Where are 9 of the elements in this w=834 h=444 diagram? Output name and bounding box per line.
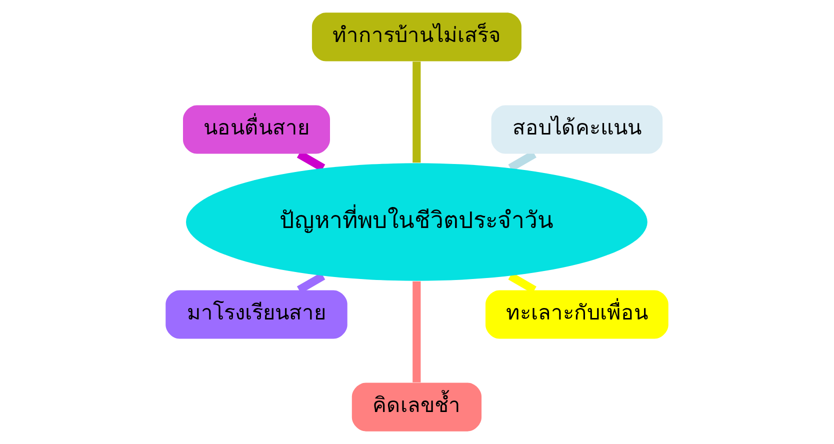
node-box: มาโรงเรียนสาย — [166, 290, 348, 339]
node-box: นอนตื่นสาย — [183, 105, 330, 154]
node-box: ทะเลาะกับเพื่อน — [486, 290, 668, 339]
node-box: คิดเลขช้ำ — [352, 382, 482, 432]
connector — [412, 62, 421, 163]
node-box: ทำการบ้านไม่เสร็จ — [312, 12, 522, 62]
connector — [412, 281, 421, 382]
node-ellipse: ปัญหาที่พบในชีวิตประจำวัน — [186, 163, 648, 281]
node-box: สอบได้คะแนน — [491, 105, 663, 154]
